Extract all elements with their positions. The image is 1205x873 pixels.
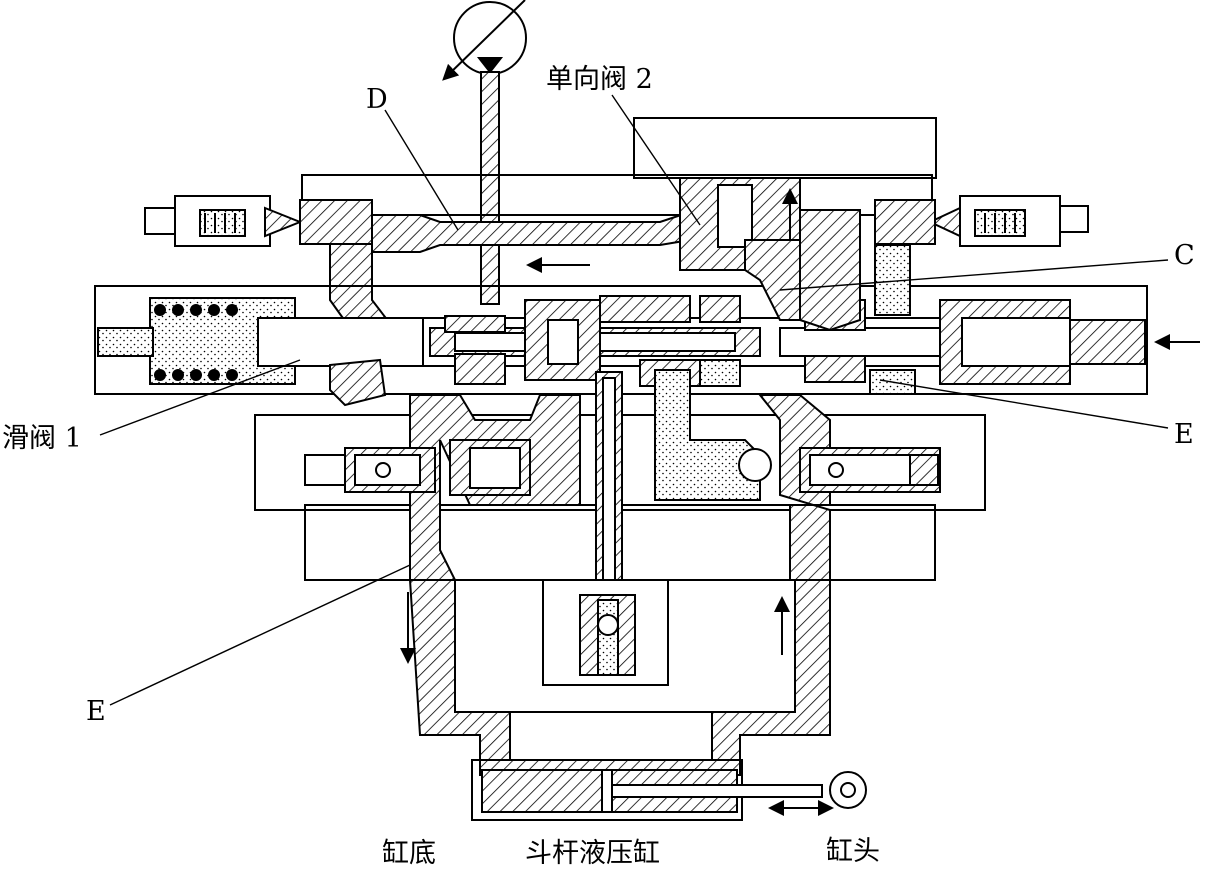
- leader-c: [779, 259, 1169, 291]
- label-cylinder-bottom: 缸底: [382, 838, 436, 869]
- label-c: C: [1174, 240, 1195, 271]
- pump-symbol: [442, 0, 527, 81]
- relief-valve-right: [874, 195, 1089, 247]
- channel-d: [371, 210, 691, 253]
- leader-e-left: [109, 564, 411, 706]
- label-e-right: E: [1174, 419, 1194, 450]
- label-check-valve-2: 单向阀 2: [546, 64, 653, 95]
- leader-d: [384, 109, 459, 231]
- top-block: [633, 117, 937, 179]
- label-e-left: E: [86, 696, 106, 727]
- label-d: D: [366, 84, 388, 115]
- leader-check-valve-2: [611, 94, 701, 226]
- relief-valve-left: [144, 195, 373, 247]
- left-spring: [154, 304, 238, 381]
- label-cylinder-head: 缸头: [826, 836, 880, 867]
- pump-supply-line: [480, 71, 500, 305]
- dotted-chamber-c: [874, 244, 911, 316]
- check-valve-left-middle: [304, 447, 436, 493]
- check-valve-right-middle: [799, 447, 941, 493]
- leader-e-right: [879, 379, 1169, 429]
- upper-housing: [301, 174, 933, 216]
- ball-valve-right: [738, 448, 772, 482]
- label-spool-valve-1: 滑阀 1: [2, 423, 82, 454]
- piston-rod: [611, 784, 823, 798]
- label-cylinder-name: 斗杆液压缸: [525, 838, 660, 869]
- leader-spool-1: [99, 359, 301, 436]
